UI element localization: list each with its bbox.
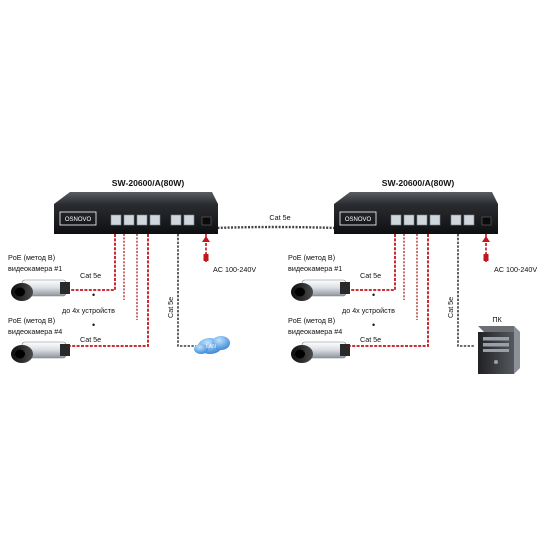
switch-left-top [54, 192, 218, 204]
camera4-label-left-line1: PoE (метод B) [8, 316, 55, 325]
cable-label-cam4-right: Cat 5e [360, 335, 381, 344]
camera1-label-right-line1: PoE (метод B) [288, 253, 335, 262]
camera1-label-left-line2: видеокамера #1 [8, 264, 62, 273]
cable-label-pc-right: Cat 5e [446, 297, 455, 318]
cable-label-lan-left: Cat 5e [166, 297, 175, 318]
switch-left-model: SW-20600/A(80W) [112, 178, 185, 188]
camera-icon [291, 279, 350, 301]
switch-right-model: SW-20600/A(80W) [382, 178, 455, 188]
pc-label: ПК [492, 315, 502, 324]
switch-left-logo: OSNOVO [65, 217, 92, 223]
power-arrow-right [482, 236, 490, 242]
cable-label-cam1-left: Cat 5e [80, 271, 101, 280]
port [403, 214, 415, 226]
cable-pc [457, 234, 474, 347]
power-plug-right [483, 254, 489, 261]
camera4-label-right-line1: PoE (метод B) [288, 316, 335, 325]
cable-label-cam4-left: Cat 5e [80, 335, 101, 344]
camera4-label-right-line2: видеокамера #4 [288, 327, 342, 336]
port [416, 214, 428, 226]
camera-icon [291, 341, 350, 363]
cloud-icon: LAN [194, 336, 230, 354]
cable-cam1 [68, 234, 116, 291]
port [183, 214, 195, 226]
switch-left-logo-box [59, 211, 97, 226]
power-label-right: AC 100-240V [494, 265, 537, 274]
power-jack [201, 216, 212, 226]
switch-left-ports [110, 214, 212, 226]
port [390, 214, 402, 226]
switch-right-logo: OSNOVO [345, 217, 372, 223]
uplink-cable [213, 225, 337, 230]
cloud-label: LAN [206, 344, 216, 350]
cable-label-cam1-right: Cat 5e [360, 271, 381, 280]
port [149, 214, 161, 226]
port [429, 214, 441, 226]
switch-right-top [334, 192, 498, 204]
ellipsis-dot: • [372, 320, 375, 330]
cable-cam4 [68, 234, 149, 347]
ellipsis-dot: • [92, 290, 95, 300]
devices-label-right: до 4х устройств [342, 306, 395, 315]
camera-icon [11, 341, 70, 363]
camera1-label-left-line1: PoE (метод B) [8, 253, 55, 262]
power-label-left: AC 100-240V [213, 265, 256, 274]
power-plug-left [203, 254, 209, 261]
port [123, 214, 135, 226]
camera-cables-right [348, 234, 474, 347]
camera-icon [11, 279, 70, 301]
switch-right-ports [390, 214, 492, 226]
ellipsis-dot: • [372, 290, 375, 300]
switch-left: SW-20600/A(80W) OSNOVO [54, 178, 218, 234]
switch-right: SW-20600/A(80W) OSNOVO [334, 178, 498, 234]
camera-cables-left [68, 234, 196, 347]
port [110, 214, 122, 226]
port [136, 214, 148, 226]
devices-label-left: до 4х устройств [62, 306, 115, 315]
cable-cam1 [348, 234, 396, 291]
cable-cam4 [348, 234, 429, 347]
ellipsis-dot: • [92, 320, 95, 330]
cable-lan-left [177, 234, 196, 347]
pc-tower-icon [478, 326, 520, 374]
port [450, 214, 462, 226]
power-jack [481, 216, 492, 226]
port [170, 214, 182, 226]
switch-right-logo-box [339, 211, 377, 226]
camera4-label-left-line2: видеокамера #4 [8, 327, 62, 336]
uplink-label: Cat 5e [269, 213, 290, 222]
camera1-label-right-line2: видеокамера #1 [288, 264, 342, 273]
port [463, 214, 475, 226]
power-arrow-left [202, 236, 210, 242]
